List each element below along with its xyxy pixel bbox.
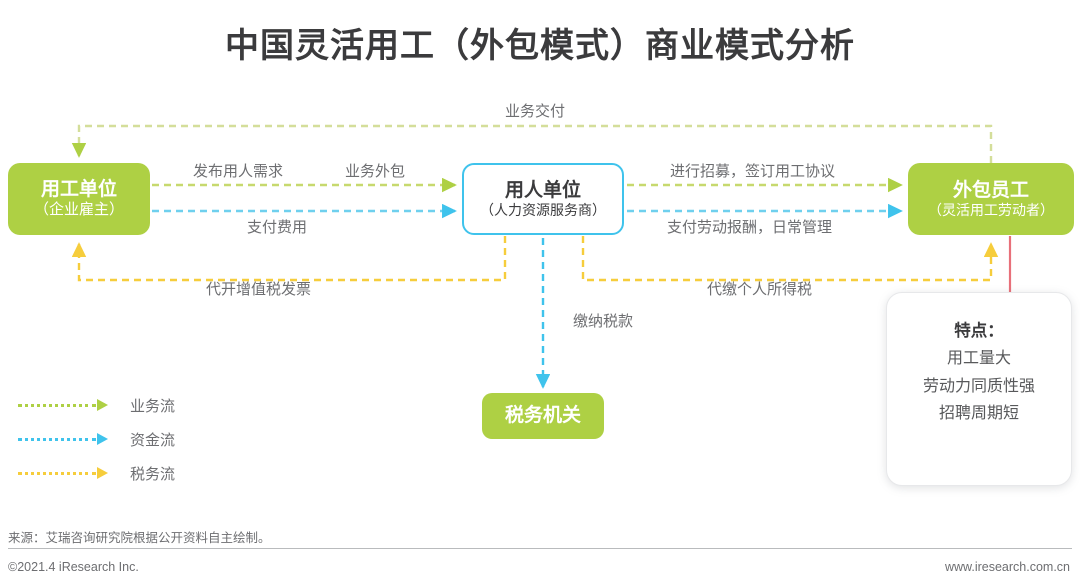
edge-label-vat-invoice: 代开增值税发票 [206,281,312,298]
edge-label-business-delivery: 业务交付 [505,103,566,120]
node-employer-subtitle: （企业雇主） [33,201,124,219]
legend: 业务流 资金流 税务流 [18,388,175,490]
feature-panel: 特点： 用工量大 劳动力同质性强 招聘周期短 [886,292,1072,486]
footer-website[interactable]: www.iresearch.com.cn [944,560,1070,574]
legend-item-tax-flow: 税务流 [18,456,175,490]
feature-panel-item: 招聘周期短 [938,405,1019,423]
legend-line-icon [18,403,96,407]
edge-label-withhold-income-tax: 代缴个人所得税 [707,281,813,298]
node-tax-authority[interactable]: 税务机关 [482,393,604,439]
edge-label-outsource: 业务外包 [345,163,406,180]
source-note: 来源：艾瑞咨询研究院根据公开资料自主绘制。 [8,531,271,545]
legend-line-icon [18,471,96,475]
footer-divider [8,548,1072,549]
edge-vat-invoice [71,236,507,282]
edge-business-delivery [71,124,993,163]
node-agency-title: 用人单位 [504,179,581,201]
feature-panel-item: 用工量大 [946,350,1011,368]
footer-copyright: ©2021.4 iResearch Inc. [8,560,139,574]
node-tax-authority-title: 税务机关 [504,405,581,427]
node-employer-title: 用工单位 [40,179,117,201]
node-employer[interactable]: 用工单位 （企业雇主） [8,163,150,235]
legend-label: 资金流 [130,431,176,449]
node-worker-subtitle: （灵活用工劳动者） [928,202,1054,219]
edge-withhold-income-tax [581,236,999,282]
node-worker[interactable]: 外包员工 （灵活用工劳动者） [908,163,1074,235]
feature-panel-item: 劳动力同质性强 [922,377,1035,395]
page-title: 中国灵活用工（外包模式）商业模式分析 [225,27,855,65]
node-agency[interactable]: 用人单位 （人力资源服务商） [462,163,624,235]
node-agency-subtitle: （人力资源服务商） [480,202,606,219]
legend-label: 税务流 [130,465,176,483]
node-worker-title: 外包员工 [952,179,1029,201]
arrow-right-icon [97,399,108,411]
arrow-right-icon [97,467,108,479]
legend-item-business-flow: 业务流 [18,388,175,422]
feature-panel-title: 特点： [954,322,1004,340]
legend-line-icon [18,437,96,441]
edge-label-pay-fee: 支付费用 [247,219,308,236]
legend-item-money-flow: 资金流 [18,422,175,456]
edge-label-post-demand: 发布用人需求 [193,163,284,180]
legend-label: 业务流 [130,397,176,415]
edge-label-pay-wage-manage: 支付劳动报酬，日常管理 [667,219,833,236]
arrow-right-icon [97,433,108,445]
edge-label-recruit-sign: 进行招募，签订用工协议 [670,163,836,180]
edge-label-pay-tax: 缴纳税款 [573,313,634,330]
